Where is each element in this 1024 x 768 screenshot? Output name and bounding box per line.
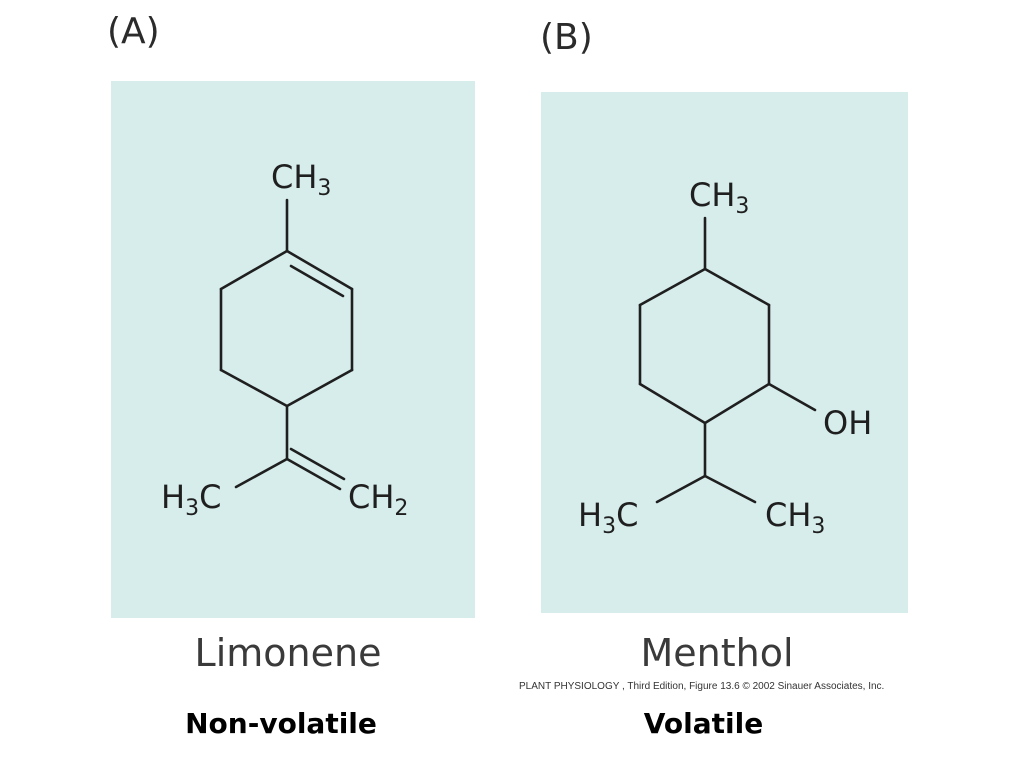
- limonene-double-bond-c8-ch2-a: [285, 457, 342, 491]
- limonene-bond-c1-c2: [285, 249, 354, 291]
- limonene-left-methyl-label: H3C: [161, 478, 221, 521]
- menthol-bond-c8-right-methyl: [703, 474, 757, 504]
- limonene-double-bond-c8-ch2-b: [289, 447, 346, 481]
- limonene-volatility-label: Non-volatile: [185, 707, 377, 740]
- menthol-left-methyl-label: H3C: [578, 496, 638, 539]
- limonene-structure-panel: CH3 H3C CH2: [111, 81, 475, 618]
- menthol-structure-diagram: CH3 OH H3C CH3: [578, 176, 872, 539]
- menthol-structure-panel: CH3 OH H3C CH3: [541, 92, 908, 613]
- panel-a-letter: (A): [107, 11, 160, 52]
- menthol-hydroxyl-label: OH: [823, 404, 872, 442]
- limonene-structure-diagram: CH3 H3C CH2: [161, 158, 408, 521]
- limonene-bond-c8-methyl: [234, 457, 289, 489]
- limonene-bond-c6-c1: [219, 249, 289, 291]
- menthol-top-methyl-label: CH3: [689, 176, 749, 219]
- menthol-bond-c3-c4: [703, 382, 771, 425]
- menthol-name: Menthol: [640, 631, 794, 675]
- panel-b-letter: (B): [540, 17, 593, 58]
- menthol-bond-c3-oh: [767, 382, 817, 412]
- limonene-bond-c3-c4: [285, 368, 354, 408]
- menthol-volatility-label: Volatile: [643, 707, 764, 740]
- limonene-top-methyl-label: CH3: [271, 158, 331, 201]
- limonene-double-bond-c1-c2-inner: [289, 264, 345, 298]
- limonene-methylene-label: CH2: [348, 478, 408, 521]
- menthol-bond-c6-c1: [638, 267, 707, 307]
- menthol-right-methyl-label: CH3: [765, 496, 825, 539]
- menthol-bond-c4-c5: [638, 382, 707, 425]
- limonene-bond-c4-c5: [219, 368, 289, 408]
- limonene-name: Limonene: [194, 631, 382, 675]
- menthol-bond-c1-c2: [703, 267, 771, 307]
- figure-credit: PLANT PHYSIOLOGY , Third Edition, Figure…: [519, 681, 885, 692]
- menthol-bond-c8-left-methyl: [655, 474, 707, 504]
